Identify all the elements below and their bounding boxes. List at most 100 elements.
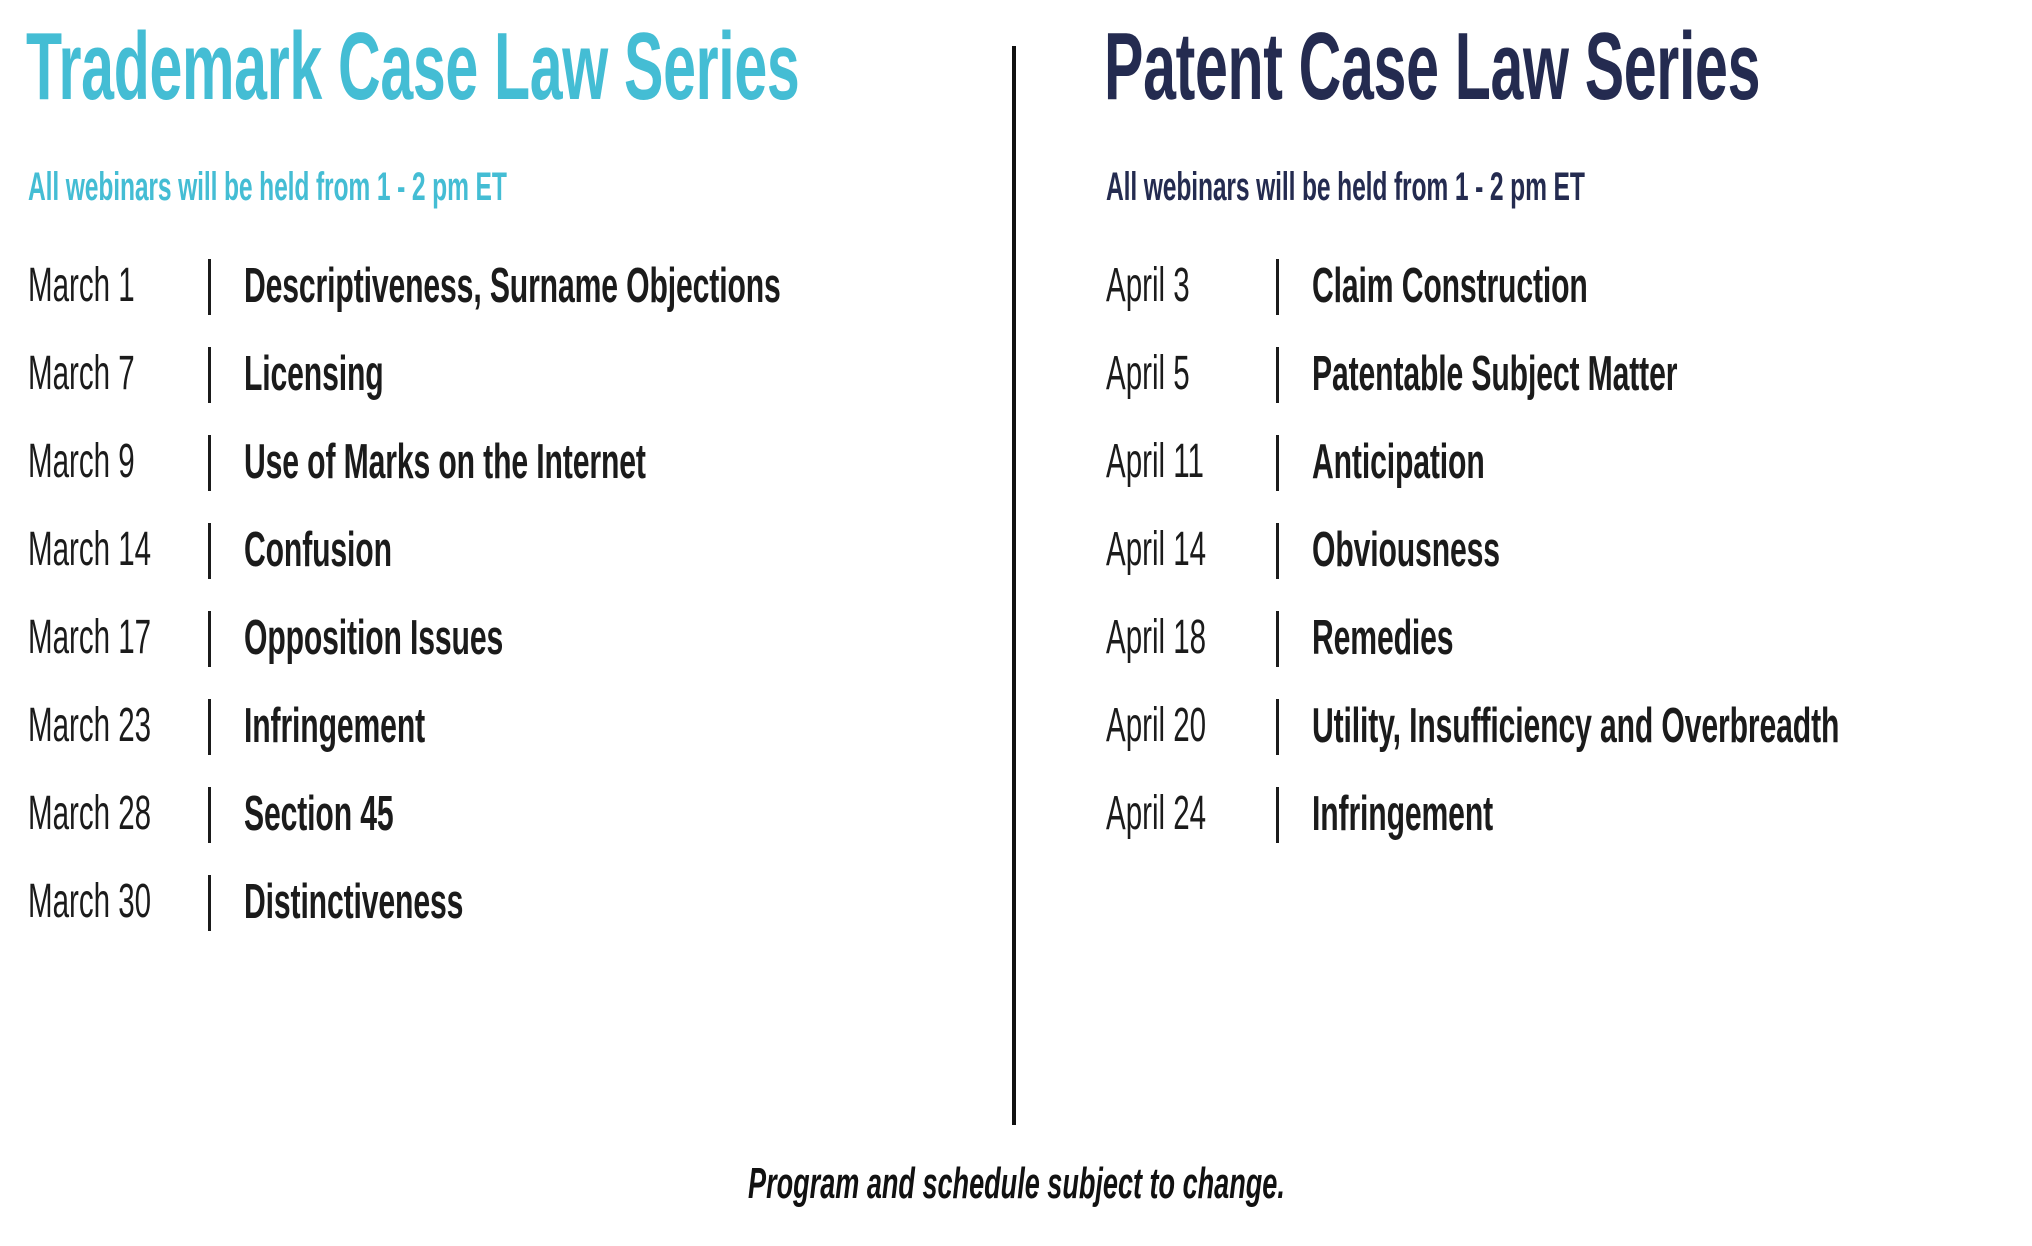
list-item: March 23 Infringement <box>26 682 986 770</box>
session-topic: Utility, Insufficiency and Overbreadth <box>1312 682 2032 770</box>
row-separator-icon <box>208 347 211 403</box>
patent-series-title: Patent Case Law Series <box>1104 12 2032 122</box>
footer-disclaimer-text: Program and schedule subject to change. <box>747 1159 1285 1208</box>
session-topic-text: Descriptiveness, Surname Objections <box>244 259 781 313</box>
session-topic-text: Utility, Insufficiency and Overbreadth <box>1312 699 1840 753</box>
session-date: March 14 <box>28 506 228 594</box>
session-topic: Anticipation <box>1312 418 1593 506</box>
list-item: April 20 Utility, Insufficiency and Over… <box>1104 682 2032 770</box>
session-date-text: April 11 <box>1106 435 1204 488</box>
session-topic: Section 45 <box>244 770 487 858</box>
row-separator-icon <box>1276 523 1279 579</box>
session-date-text: April 20 <box>1106 699 1207 752</box>
row-separator-icon <box>208 611 211 667</box>
row-separator-icon <box>1276 787 1279 843</box>
patent-series-subtitle: All webinars will be held from 1 - 2 pm … <box>1106 164 1884 210</box>
vertical-column-divider <box>1012 46 1016 1125</box>
session-date-text: April 5 <box>1106 347 1190 400</box>
session-topic-text: Section 45 <box>244 787 394 841</box>
session-date-text: March 1 <box>28 259 135 312</box>
list-item: April 14 Obviousness <box>1104 506 2032 594</box>
list-item: March 28 Section 45 <box>26 770 986 858</box>
list-item: March 17 Opposition Issues <box>26 594 986 682</box>
session-date: March 17 <box>28 594 228 682</box>
session-topic-text: Obviousness <box>1312 523 1500 577</box>
session-topic-text: Use of Marks on the Internet <box>244 435 646 489</box>
session-date-text: April 24 <box>1106 787 1207 840</box>
session-date: April 14 <box>1106 506 1269 594</box>
session-date-text: April 14 <box>1106 523 1207 576</box>
session-date: April 18 <box>1106 594 1269 682</box>
session-date-text: March 17 <box>28 611 152 664</box>
session-date: April 5 <box>1106 330 1242 418</box>
session-topic-text: Patentable Subject Matter <box>1312 347 1678 401</box>
session-topic: Obviousness <box>1312 506 1618 594</box>
trademark-series-subtitle-text: All webinars will be held from 1 - 2 pm … <box>28 165 507 209</box>
list-item: March 14 Confusion <box>26 506 986 594</box>
patent-series-subtitle-text: All webinars will be held from 1 - 2 pm … <box>1106 165 1585 209</box>
session-date-text: March 9 <box>28 435 135 488</box>
session-topic-text: Claim Construction <box>1312 259 1588 313</box>
row-separator-icon <box>208 787 211 843</box>
session-date: March 1 <box>28 242 201 330</box>
list-item: April 3 Claim Construction <box>1104 242 2032 330</box>
row-separator-icon <box>1276 259 1279 315</box>
row-separator-icon <box>1276 347 1279 403</box>
trademark-series-title: Trademark Case Law Series <box>26 12 1284 122</box>
trademark-schedule-list: March 1 Descriptiveness, Surname Objecti… <box>26 242 986 946</box>
row-separator-icon <box>1276 699 1279 755</box>
session-topic: Patentable Subject Matter <box>1312 330 1906 418</box>
row-separator-icon <box>208 259 211 315</box>
session-date-text: March 14 <box>28 523 152 576</box>
patent-schedule-list: April 3 Claim Construction April 5 Paten… <box>1104 242 2032 858</box>
session-topic-text: Remedies <box>1312 611 1454 665</box>
row-separator-icon <box>208 523 211 579</box>
session-topic-text: Anticipation <box>1312 435 1485 489</box>
session-date: April 24 <box>1106 770 1269 858</box>
session-date-text: March 30 <box>28 875 152 928</box>
session-date: April 3 <box>1106 242 1242 330</box>
session-date: March 28 <box>28 770 228 858</box>
list-item: March 30 Distinctiveness <box>26 858 986 946</box>
session-date-text: March 23 <box>28 699 152 752</box>
list-item: March 9 Use of Marks on the Internet <box>26 418 986 506</box>
session-date: March 7 <box>28 330 201 418</box>
session-topic: Licensing <box>244 330 471 418</box>
session-date-text: March 28 <box>28 787 152 840</box>
list-item: March 7 Licensing <box>26 330 986 418</box>
session-topic: Use of Marks on the Internet <box>244 418 897 506</box>
session-date: April 20 <box>1106 682 1269 770</box>
session-topic-text: Distinctiveness <box>244 875 464 929</box>
session-topic-text: Infringement <box>244 699 426 753</box>
session-topic-text: Confusion <box>244 523 392 577</box>
patent-series-title-text: Patent Case Law Series <box>1104 13 1761 120</box>
session-topic-text: Licensing <box>244 347 384 401</box>
row-separator-icon <box>1276 435 1279 491</box>
session-topic: Opposition Issues <box>244 594 665 682</box>
row-separator-icon <box>208 699 211 755</box>
session-topic-text: Opposition Issues <box>244 611 504 665</box>
session-date: March 30 <box>28 858 228 946</box>
list-item: April 11 Anticipation <box>1104 418 2032 506</box>
session-topic: Infringement <box>244 682 538 770</box>
session-date-text: April 18 <box>1106 611 1207 664</box>
trademark-series-title-text: Trademark Case Law Series <box>26 13 800 120</box>
session-topic: Infringement <box>1312 770 1606 858</box>
session-date-text: March 7 <box>28 347 135 400</box>
list-item: April 18 Remedies <box>1104 594 2032 682</box>
list-item: April 24 Infringement <box>1104 770 2032 858</box>
session-date: March 23 <box>28 682 228 770</box>
row-separator-icon <box>208 875 211 931</box>
session-topic: Descriptiveness, Surname Objections <box>244 242 1117 330</box>
session-topic: Remedies <box>1312 594 1542 682</box>
footer-disclaimer: Program and schedule subject to change. <box>0 1158 2032 1210</box>
session-topic: Confusion <box>244 506 484 594</box>
row-separator-icon <box>208 435 211 491</box>
session-topic-text: Infringement <box>1312 787 1494 841</box>
session-topic: Distinctiveness <box>244 858 601 946</box>
session-date-text: April 3 <box>1106 259 1190 312</box>
trademark-series-subtitle: All webinars will be held from 1 - 2 pm … <box>28 164 806 210</box>
list-item: April 5 Patentable Subject Matter <box>1104 330 2032 418</box>
session-date: April 11 <box>1106 418 1265 506</box>
